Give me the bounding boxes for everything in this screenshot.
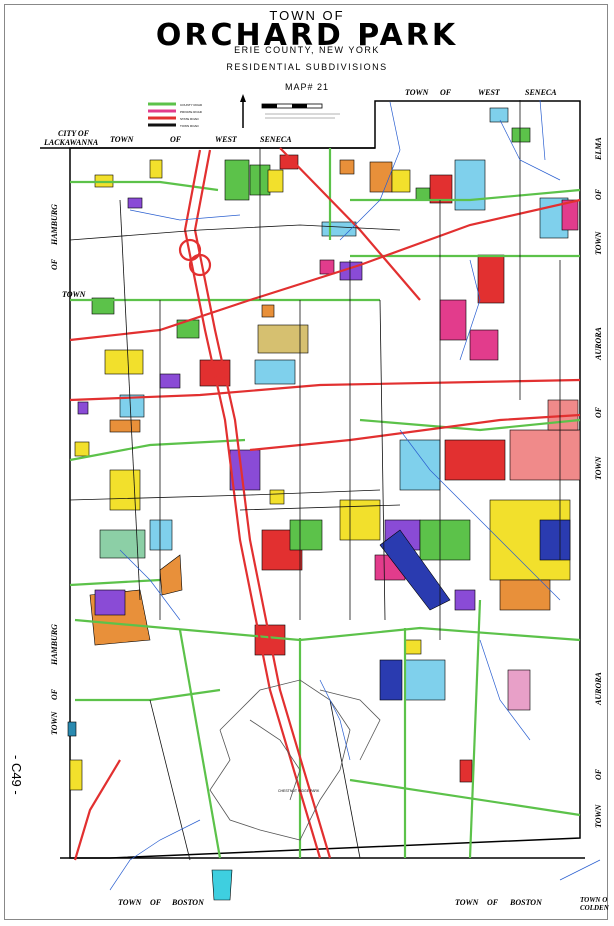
- label-hamburg-top: HAMBURG: [50, 204, 59, 245]
- label-town-aurora: TOWN: [594, 456, 603, 480]
- legend: COUNTY ROAD PRIVATE ROAD STATE ROAD TOWN…: [148, 102, 203, 128]
- label-town-left: TOWN: [110, 135, 134, 144]
- label-seneca-top: SENECA: [525, 88, 557, 97]
- legend-state: STATE ROAD: [180, 117, 200, 121]
- map-frame: [4, 4, 608, 920]
- label-of-elma: OF: [594, 188, 603, 200]
- label-hamburg-bottom: HAMBURG: [50, 624, 59, 665]
- label-of-aurora: OF: [594, 406, 603, 418]
- label-of-left: OF: [170, 135, 182, 144]
- label-elma: ELMA: [594, 137, 603, 160]
- label-of-bottom-right: OF: [487, 898, 499, 907]
- label-boston-bottom: BOSTON: [172, 898, 204, 907]
- north-arrow-icon: [240, 94, 246, 128]
- label-town-elma: TOWN: [594, 231, 603, 255]
- park-label: CHESTNUT RIDGE PARK: [278, 789, 320, 793]
- label-of-top: OF: [440, 88, 452, 97]
- label-of-bottom: OF: [150, 898, 162, 907]
- title-orchard-park: ORCHARD PARK: [155, 18, 459, 53]
- label-town-aurora-bottom: TOWN: [594, 804, 603, 828]
- scale-bar: [261, 103, 340, 119]
- label-town-west: TOWN: [62, 290, 86, 299]
- label-aurora-bottom: AURORA: [594, 672, 603, 705]
- chestnut-ridge-park: [209, 679, 381, 841]
- title-town-of: TOWN OF: [269, 8, 345, 23]
- label-town-bottom: TOWN: [118, 898, 142, 907]
- legend-county: COUNTY ROAD: [180, 103, 203, 107]
- subdivision-parcels: [67, 107, 581, 901]
- label-west-top: WEST: [478, 88, 500, 97]
- creeks: [109, 99, 601, 891]
- page-number: - C49 -: [9, 755, 24, 795]
- label-town-hamburg-bottom: TOWN: [50, 711, 59, 735]
- label-town-bottom-right: TOWN: [455, 898, 479, 907]
- label-city-of: CITY OF: [58, 129, 90, 138]
- title-subdivisions: RESIDENTIAL SUBDIVISIONS: [226, 62, 388, 72]
- town-roads: [69, 100, 561, 861]
- label-lackawanna: LACKAWANNA: [44, 138, 99, 147]
- label-town-top: TOWN: [405, 88, 429, 97]
- label-of-hamburg-top: OF: [50, 258, 59, 270]
- label-west-left: WEST: [215, 135, 237, 144]
- label-seneca-left: SENECA: [260, 135, 292, 144]
- label-of-aurora-bottom: OF: [594, 768, 603, 780]
- label-town-colden: TOWN O: [580, 896, 608, 904]
- legend-town: TOWN ROAD: [180, 124, 199, 128]
- title-map-number: MAP# 21: [284, 82, 330, 92]
- label-colden: COLDEN: [580, 904, 609, 912]
- legend-private: PRIVATE ROAD: [180, 110, 203, 114]
- title-county: ERIE COUNTY, NEW YORK: [234, 45, 380, 55]
- county-roads: [69, 148, 581, 859]
- label-of-hamburg-bottom: OF: [50, 688, 59, 700]
- label-boston-bottom-right: BOSTON: [510, 898, 542, 907]
- label-aurora-top: AURORA: [594, 327, 603, 360]
